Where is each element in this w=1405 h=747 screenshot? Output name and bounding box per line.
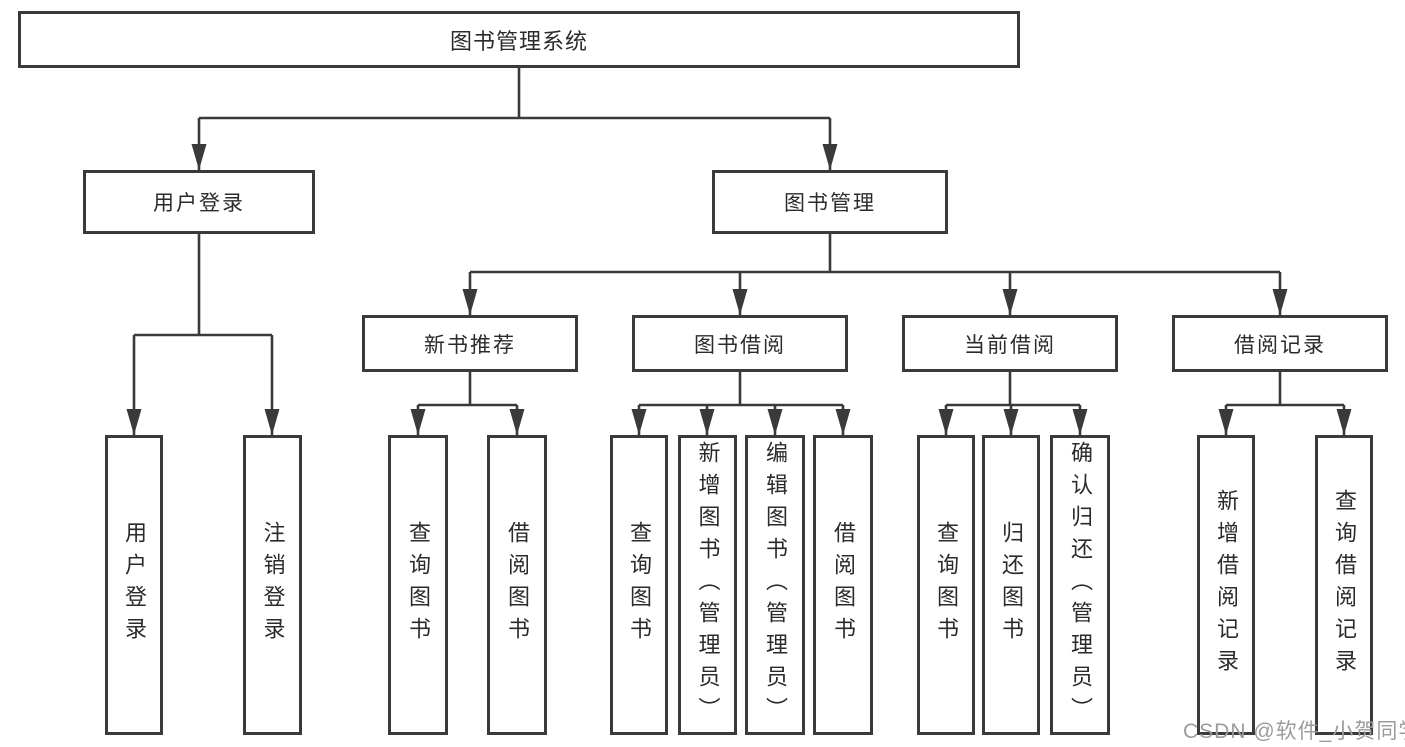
node-current-borrowing: 当前借阅 xyxy=(902,315,1118,372)
leaf-query-books-current-label: 查询图书 xyxy=(934,521,959,649)
connector-trunks xyxy=(134,68,1344,407)
node-book-management: 图书管理 xyxy=(712,170,948,234)
leaf-query-books-borrow: 查询图书 xyxy=(610,435,668,735)
connector-arrows xyxy=(126,118,1352,435)
csdn-watermark: CSDN @软件_小贺同学 xyxy=(1183,720,1405,743)
leaf-edit-book-admin: 编辑图书（管理员） xyxy=(745,435,805,735)
leaf-query-books-recommend-label: 查询图书 xyxy=(406,521,431,649)
node-user-login: 用户登录 xyxy=(83,170,315,234)
leaf-return-books-label: 归还图书 xyxy=(999,521,1024,649)
node-book-borrowing: 图书借阅 xyxy=(632,315,848,372)
leaf-borrow-books-recommend: 借阅图书 xyxy=(487,435,547,735)
leaf-user-login: 用户登录 xyxy=(105,435,163,735)
node-new-book-recommend: 新书推荐 xyxy=(362,315,578,372)
leaf-query-borrow-record-label: 查询借阅记录 xyxy=(1332,489,1357,681)
leaf-query-books-recommend: 查询图书 xyxy=(388,435,448,735)
leaf-borrow-books-recommend-label: 借阅图书 xyxy=(505,521,530,649)
leaf-add-borrow-record: 新增借阅记录 xyxy=(1197,435,1255,735)
leaf-query-borrow-record: 查询借阅记录 xyxy=(1315,435,1373,735)
leaf-add-borrow-record-label: 新增借阅记录 xyxy=(1214,489,1239,681)
node-library-system: 图书管理系统 xyxy=(18,11,1020,68)
leaf-borrow-books-label: 借阅图书 xyxy=(831,521,856,649)
leaf-query-books-current: 查询图书 xyxy=(917,435,975,735)
node-borrowing-records: 借阅记录 xyxy=(1172,315,1388,372)
leaf-confirm-return-admin-label: 确认归还（管理员） xyxy=(1068,441,1093,729)
leaf-user-login-label: 用户登录 xyxy=(122,521,147,649)
leaf-confirm-return-admin: 确认归还（管理员） xyxy=(1050,435,1110,735)
leaf-logout-label: 注销登录 xyxy=(260,521,286,649)
leaf-query-books-borrow-label: 查询图书 xyxy=(627,521,652,649)
leaf-add-book-admin: 新增图书（管理员） xyxy=(678,435,737,735)
leaf-borrow-books: 借阅图书 xyxy=(813,435,873,735)
leaf-add-book-admin-label: 新增图书（管理员） xyxy=(695,441,721,729)
leaf-edit-book-admin-label: 编辑图书（管理员） xyxy=(763,441,788,729)
leaf-return-books: 归还图书 xyxy=(982,435,1040,735)
leaf-logout: 注销登录 xyxy=(243,435,302,735)
